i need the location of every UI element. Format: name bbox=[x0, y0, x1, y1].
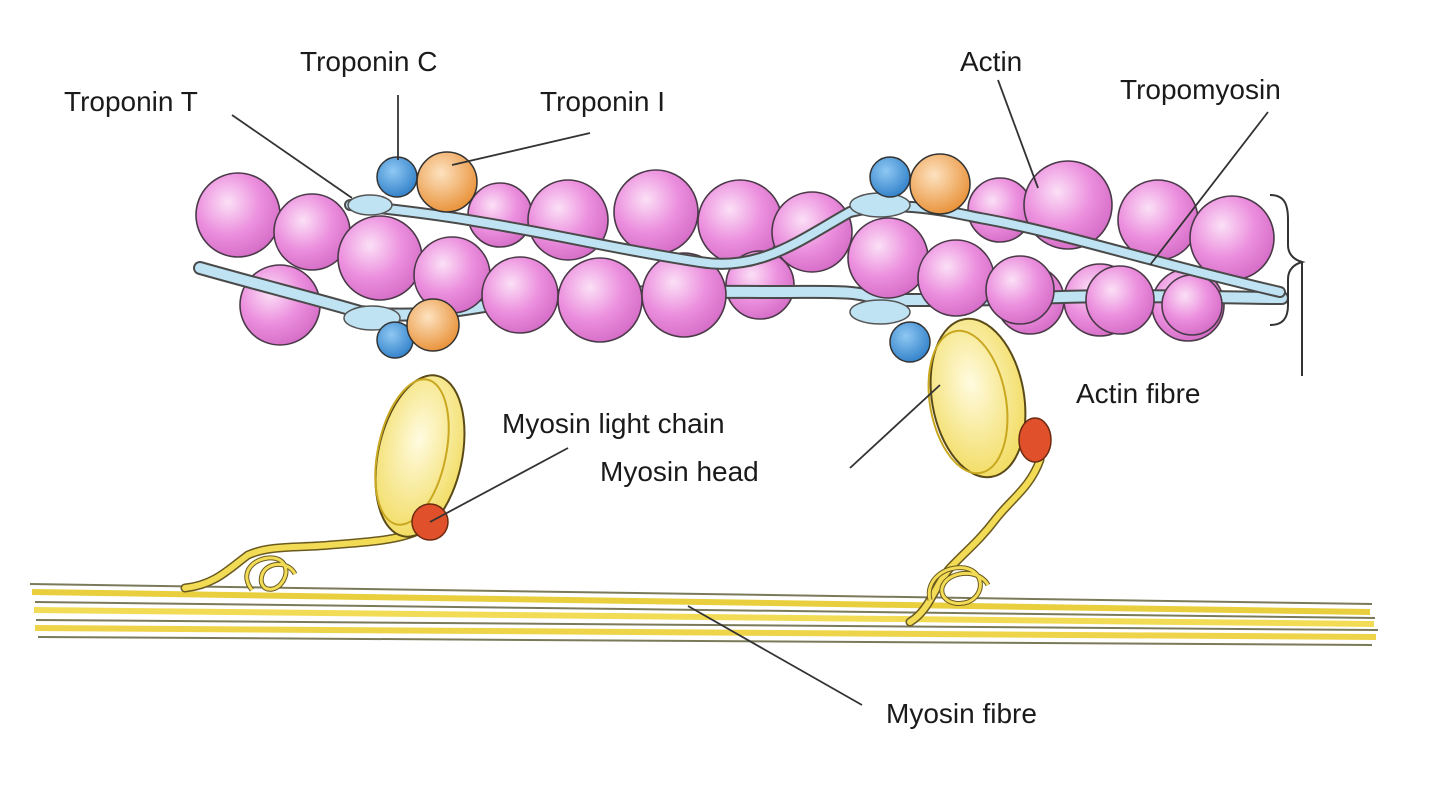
actin-fibre-brace bbox=[1269, 194, 1306, 326]
front-actin-monomer bbox=[641, 252, 727, 338]
label-myosin-fibre: Myosin fibre bbox=[886, 698, 1037, 729]
leader-myosin-head bbox=[849, 384, 941, 469]
back-actin-monomer bbox=[613, 169, 699, 255]
troponin-complex-right-lower bbox=[849, 299, 931, 363]
label-troponin-c: Troponin C bbox=[300, 46, 438, 77]
leader-lines bbox=[231, 79, 1269, 706]
label-troponin-t: Troponin T bbox=[64, 86, 198, 117]
troponin-complex-left-upper bbox=[347, 151, 478, 216]
leader-troponin-i bbox=[451, 132, 591, 166]
front-actin-monomer bbox=[1085, 265, 1155, 335]
myosin-fibre-bundle bbox=[29, 583, 1379, 646]
back-actin-monomer bbox=[195, 172, 281, 258]
back-actin-monomer bbox=[467, 182, 533, 248]
front-actin-monomer bbox=[1161, 274, 1223, 336]
actin-front-row bbox=[337, 215, 1223, 343]
label-myosin-light-chain: Myosin light chain bbox=[502, 408, 725, 439]
front-actin-monomer bbox=[557, 257, 643, 343]
leader-troponin-t bbox=[231, 114, 353, 199]
front-actin-monomer bbox=[847, 217, 929, 299]
myosin-head-left bbox=[180, 374, 466, 593]
label-troponin-i: Troponin I bbox=[540, 86, 666, 117]
front-actin-monomer bbox=[337, 215, 423, 301]
label-myosin-head: Myosin head bbox=[600, 456, 759, 487]
tropomyosin-upper-strand-fill bbox=[346, 201, 1284, 296]
troponin-complex-left-lower bbox=[343, 298, 460, 359]
label-actin-fibre: Actin fibre bbox=[1076, 378, 1201, 409]
label-tropomyosin: Tropomyosin bbox=[1120, 74, 1281, 105]
myosin-head-right bbox=[905, 317, 1052, 627]
leader-myosin-fibre bbox=[687, 605, 863, 706]
front-actin-monomer bbox=[917, 239, 995, 317]
front-actin-monomer bbox=[985, 255, 1055, 325]
troponin-complex-right-upper bbox=[849, 153, 971, 218]
leader-actin bbox=[997, 79, 1039, 189]
leader-myosin-light-chain bbox=[429, 447, 569, 523]
label-actin: Actin bbox=[960, 46, 1023, 77]
front-actin-monomer bbox=[481, 256, 559, 334]
leader-tropomyosin bbox=[1149, 111, 1269, 266]
